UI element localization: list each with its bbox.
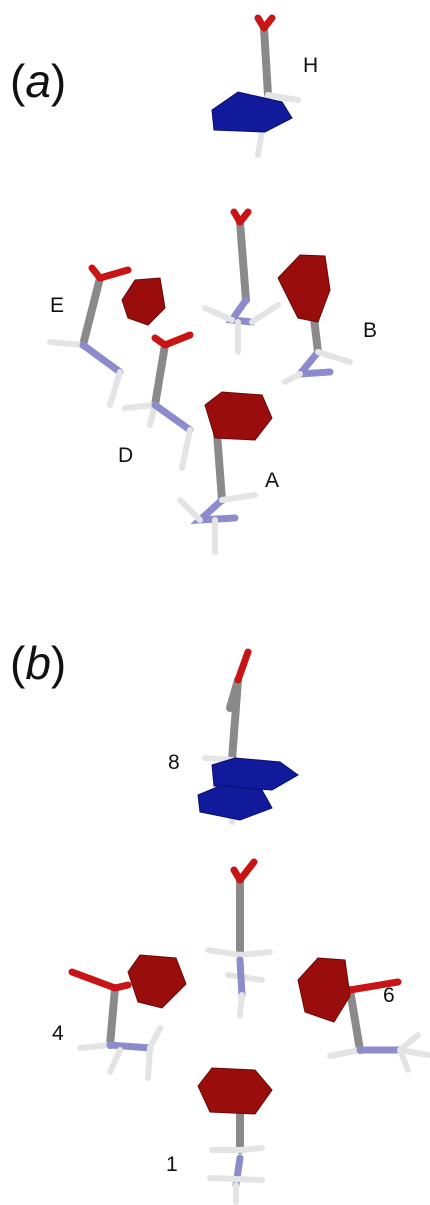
blue-surface-8-upper	[211, 757, 299, 791]
residue-label-h: H	[303, 54, 319, 77]
molecule-center-a	[202, 208, 281, 355]
red-surface-1	[197, 1067, 273, 1115]
residue-label-1: 1	[166, 1153, 178, 1176]
blue-surface-8-lower	[197, 784, 273, 821]
molecule-4	[68, 968, 163, 1081]
red-surface-a	[204, 391, 273, 441]
red-surface-4	[127, 954, 187, 1009]
red-surface-6	[297, 957, 351, 1023]
residue-label-6: 6	[383, 984, 395, 1007]
red-surface-b	[277, 254, 331, 323]
residue-label-8: 8	[168, 751, 180, 774]
molecule-d	[122, 331, 194, 471]
molecule-center-b	[205, 858, 273, 1018]
red-surface-e	[121, 277, 166, 326]
molecule-6	[327, 978, 430, 1073]
residue-label-d: D	[118, 444, 134, 467]
panel-label-a: (a)	[10, 55, 67, 107]
residue-label-a: A	[265, 469, 280, 492]
molecule-h	[254, 14, 301, 158]
residue-label-e: E	[50, 294, 65, 317]
residue-label-4: 4	[52, 1022, 64, 1045]
molecule-e	[47, 264, 132, 408]
blue-surface-h	[211, 91, 293, 133]
residue-label-b: B	[363, 319, 378, 342]
panel-label-b: (b)	[10, 637, 67, 689]
